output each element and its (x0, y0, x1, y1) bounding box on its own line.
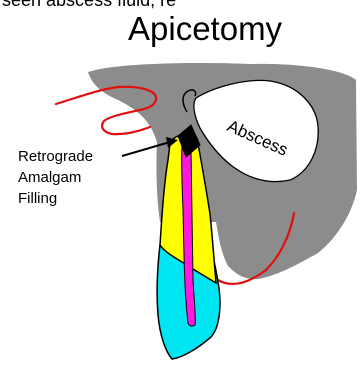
diagram-title: Apicetomy (128, 10, 283, 47)
callout-line-1: Retrograde (18, 148, 93, 165)
clipped-heading-text: seen abscess fluid, re (2, 0, 176, 10)
callout-line-2: Amalgam (18, 169, 81, 186)
callout-line-3: Filling (18, 190, 57, 207)
